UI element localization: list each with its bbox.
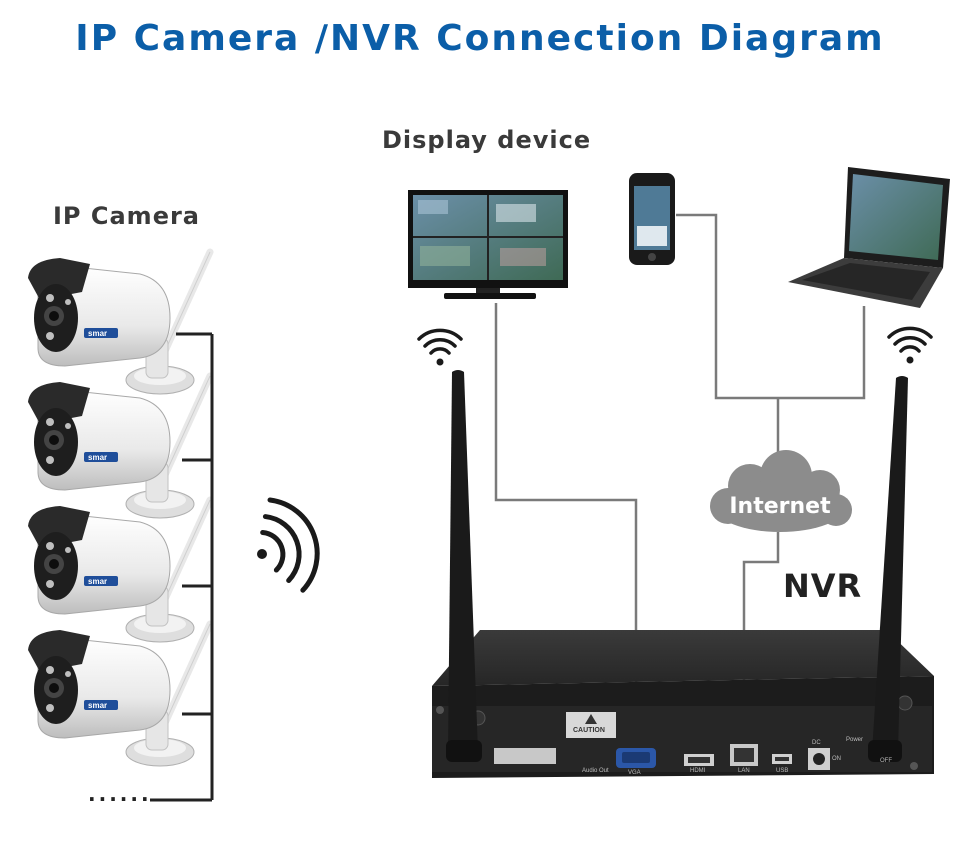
port-audio-label: Audio Out: [582, 768, 609, 774]
port-hdmi-label: HDMI: [690, 768, 706, 774]
port-lan-label: LAN: [738, 768, 750, 774]
diagram-title: IP Camera /NVR Connection Diagram: [75, 18, 885, 59]
more-cameras-indicator: ......: [88, 782, 152, 806]
antenna-icon-left: [446, 370, 482, 762]
wifi-signal-icon-right: [887, 326, 933, 364]
ip-camera-1: [28, 252, 210, 394]
camera-brand-label: smar: [88, 577, 108, 586]
ip-camera-3: [28, 500, 210, 642]
ip-camera-4: [28, 624, 210, 766]
camera-brand-label: smar: [88, 329, 108, 338]
nvr-device: [432, 630, 934, 778]
port-usb-label: USB: [776, 768, 789, 774]
ip-camera-2: [28, 376, 210, 518]
power-on-label: ON: [832, 756, 841, 762]
power-label: Power: [846, 737, 864, 743]
port-dc-label: DC: [812, 740, 821, 746]
wifi-signal-icon: [257, 497, 320, 593]
internet-label: Internet: [729, 494, 831, 519]
wifi-signal-icon-left: [417, 328, 463, 366]
camera-brand-label: smar: [88, 453, 108, 462]
laptop-icon: [788, 167, 950, 308]
camera-bus-wire: [150, 332, 214, 802]
ip-camera-label: IP Camera: [53, 202, 200, 230]
port-vga-label: VGA: [628, 770, 641, 776]
caution-label: CAUTION: [573, 727, 605, 734]
nvr-label: NVR: [783, 567, 863, 605]
camera-brand-label: smar: [88, 701, 108, 710]
antenna-icon-right: [868, 376, 908, 762]
monitor-icon: [408, 190, 568, 299]
display-device-label: Display device: [382, 126, 592, 154]
cloud-icon: [710, 450, 852, 532]
power-off-label: OFF: [880, 758, 892, 764]
smartphone-icon: [629, 173, 675, 265]
